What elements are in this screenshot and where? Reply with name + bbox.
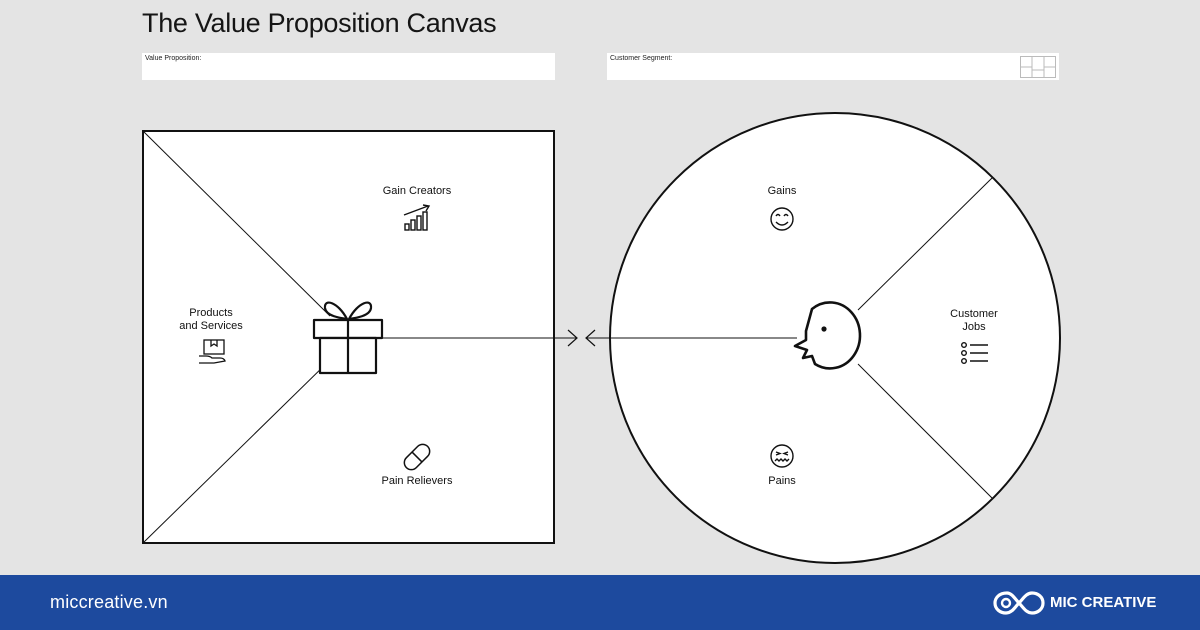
gains-label: Gains bbox=[767, 185, 797, 197]
canvas-diagram bbox=[142, 112, 1061, 564]
pain-relievers-label: Pain Relievers bbox=[381, 475, 453, 487]
page-title: The Value Proposition Canvas bbox=[142, 8, 497, 38]
products-services-label: Products and Services bbox=[166, 307, 256, 333]
pill-icon bbox=[403, 443, 431, 471]
fit-connector bbox=[382, 329, 797, 347]
products-services-line1: Products bbox=[189, 307, 233, 319]
customer-jobs-line2: Jobs bbox=[962, 321, 986, 333]
products-services-line2: and Services bbox=[179, 320, 243, 332]
gift-icon bbox=[312, 301, 384, 375]
customer-jobs-label: Customer Jobs bbox=[934, 308, 1014, 334]
customer-segment-label: Customer Segment: bbox=[610, 55, 673, 62]
frown-icon bbox=[770, 444, 794, 468]
canvas-thumbnail-icon bbox=[1020, 56, 1056, 78]
footer-bar: miccreative.vn MIC CREATIVE bbox=[0, 575, 1200, 630]
pains-label: Pains bbox=[768, 475, 796, 487]
value-proposition-label: Value Proposition: bbox=[145, 55, 202, 62]
value-proposition-field[interactable]: Value Proposition: bbox=[142, 53, 555, 80]
site-link[interactable]: miccreative.vn bbox=[50, 592, 168, 612]
gain-creators-label: Gain Creators bbox=[382, 185, 452, 197]
customer-segment-field[interactable]: Customer Segment: bbox=[607, 53, 1059, 80]
hand-box-icon bbox=[199, 339, 226, 364]
checklist-icon bbox=[961, 342, 988, 365]
smile-icon bbox=[770, 207, 794, 231]
customer-jobs-line1: Customer bbox=[950, 308, 998, 320]
face-icon bbox=[793, 301, 862, 370]
growth-chart-icon bbox=[403, 204, 431, 231]
mic-logo-icon bbox=[993, 591, 1045, 615]
brand-name: MIC CREATIVE bbox=[1050, 594, 1157, 611]
